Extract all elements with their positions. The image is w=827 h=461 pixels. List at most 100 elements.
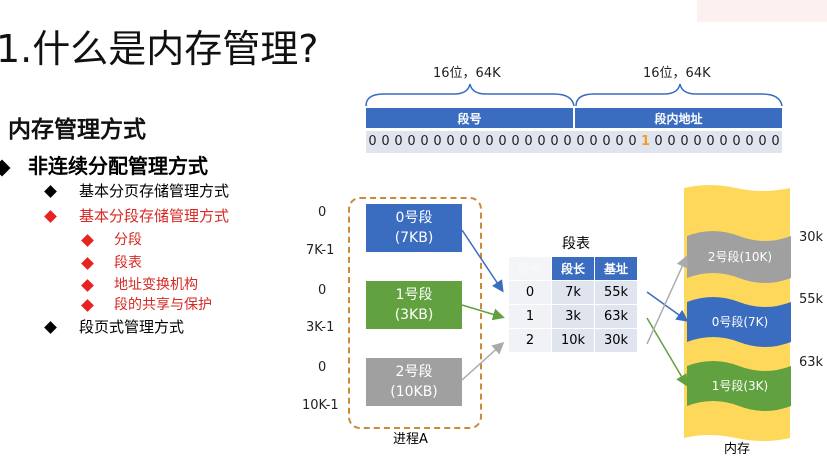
outline-text: 分段	[114, 232, 142, 248]
address-bit: 0	[537, 134, 546, 149]
address-bit: 0	[472, 134, 481, 149]
offset-header: 段内地址	[575, 108, 782, 128]
address-bit: 0	[602, 134, 611, 149]
outline-text: 基本分页存储管理方式	[79, 182, 230, 200]
header-cell: 段号	[508, 256, 552, 281]
address-bit: 0	[381, 134, 390, 149]
address-bit: 0	[758, 134, 767, 149]
cell: 7k	[551, 280, 595, 305]
address-bit: 0	[615, 134, 624, 149]
cell: 55k	[594, 280, 638, 305]
memory-address: 63k	[799, 355, 824, 370]
segment-size: (10KB)	[390, 384, 438, 400]
address-bit: 0	[511, 134, 520, 149]
seg2-end-address: 10K-1	[302, 398, 339, 413]
seg0-start-address: 0	[318, 205, 327, 220]
segment-name: 2号段	[395, 364, 433, 380]
cell: 3k	[551, 304, 595, 329]
address-bit: 0	[446, 134, 455, 149]
address-bit: 0	[498, 134, 507, 149]
outline-text: 段表	[114, 255, 142, 271]
process-segment-2: 2号段 (10KB)	[366, 358, 462, 406]
bullet-icon	[81, 256, 94, 270]
address-bit: 0	[563, 134, 572, 149]
memory-segment-2: 2号段(10K)	[707, 249, 773, 264]
address-bit: 0	[459, 134, 468, 149]
memory-address: 55k	[799, 292, 824, 307]
bullet-icon	[44, 210, 57, 223]
address-bit: 1	[640, 134, 651, 149]
address-bit: 0	[589, 134, 598, 149]
outline-text: 段页式管理方式	[79, 318, 185, 336]
header-cell: 基址	[594, 256, 638, 281]
outline-subitem: 段表	[81, 252, 142, 272]
bullet-icon	[44, 321, 57, 334]
outline-text: 段的共享与保护	[114, 297, 212, 313]
outline-text: 基本分段存储管理方式	[79, 207, 230, 225]
address-bit: 0	[693, 134, 702, 149]
memory-label: 内存	[724, 442, 751, 457]
address-bit: 0	[667, 134, 676, 149]
address-bit: 0	[407, 134, 416, 149]
bullet-icon	[81, 278, 94, 292]
outline-level1: 非连续分配管理方式	[0, 150, 208, 179]
address-bit: 0	[745, 134, 754, 149]
address-bit: 0	[485, 134, 494, 149]
address-bit: 0	[719, 134, 728, 149]
bullet-icon	[81, 298, 94, 312]
outline-subitem: 分段	[81, 229, 142, 249]
bullet-icon	[44, 185, 57, 198]
memory-segment-shapes	[687, 231, 791, 411]
slide-title: 1.什么是内存管理?	[0, 27, 319, 71]
seg1-start-address: 0	[318, 283, 327, 298]
address-bit: 0	[576, 134, 585, 149]
address-bit: 0	[628, 134, 637, 149]
bullet-icon	[0, 159, 11, 176]
address-bit: 0	[420, 134, 429, 149]
outline-item-active: 基本分段存储管理方式	[44, 205, 230, 226]
address-bit: 0	[654, 134, 663, 149]
address-bit: 0	[771, 134, 780, 149]
address-bit: 0	[524, 134, 533, 149]
right-brace-icon	[575, 83, 783, 107]
address-bit: 0	[394, 134, 403, 149]
cell: 10k	[551, 328, 595, 353]
memory-address: 30k	[799, 230, 824, 245]
outline-text: 非连续分配管理方式	[28, 154, 208, 178]
outline-item: 基本分页存储管理方式	[44, 180, 230, 201]
segment-number-bits-label: 16位，64K	[433, 66, 501, 81]
corner-overlay	[697, 0, 827, 22]
seg0-end-address: 7K-1	[306, 243, 335, 258]
section-heading: 内存管理方式	[8, 117, 146, 143]
offset-bits-label: 16位，64K	[643, 66, 711, 81]
address-bit: 0	[706, 134, 715, 149]
cell: 30k	[594, 328, 638, 353]
address-bit: 0	[433, 134, 442, 149]
seg1-end-address: 3K-1	[306, 320, 335, 335]
address-bit: 0	[680, 134, 689, 149]
brace-icons	[365, 83, 783, 107]
address-bit: 0	[368, 134, 377, 149]
segment-number-header: 段号	[366, 108, 573, 128]
segment-table-title: 段表	[562, 236, 590, 252]
segment-size: (3KB)	[394, 307, 434, 323]
address-bit: 0	[732, 134, 741, 149]
segment-name: 0号段	[395, 210, 433, 226]
process-segment-0: 0号段(7KB)	[366, 204, 462, 252]
process-label: 进程A	[393, 432, 428, 447]
outline-text: 地址变换机构	[114, 277, 198, 293]
outline-subitem: 段的共享与保护	[81, 294, 212, 314]
left-brace-icon	[365, 83, 575, 107]
bullet-icon	[81, 233, 94, 247]
outline-item: 段页式管理方式	[44, 316, 185, 337]
table-header-row: 段号段长基址	[508, 256, 638, 281]
outline-subitem: 地址变换机构	[81, 274, 198, 294]
cell: 2	[508, 328, 552, 353]
memory-segment-0: 0号段(7K)	[711, 314, 769, 329]
process-segment-1: 1号段(3KB)	[366, 281, 462, 329]
